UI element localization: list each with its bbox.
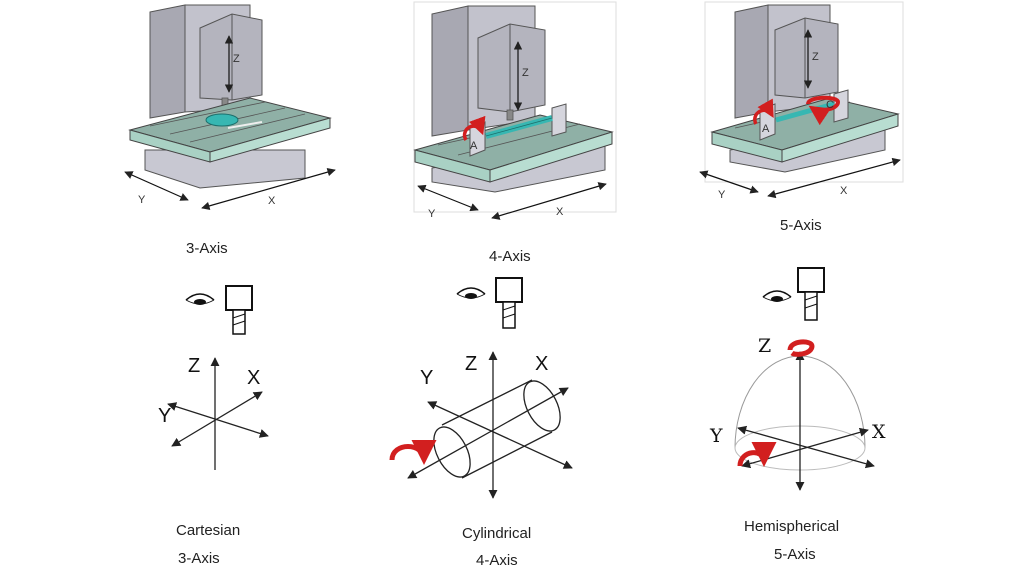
machine-5-axis: A C Z Y X [699, 1, 904, 201]
cylindrical-z-label: Z [465, 353, 477, 375]
cartesian-y-label: Y [158, 405, 171, 427]
machine-2-z-label: Z [522, 67, 529, 79]
eye-tool-icon-2 [456, 277, 523, 329]
machine-1-title: 3-Axis [186, 240, 228, 257]
cartesian-axes-label: 3-Axis [178, 550, 220, 567]
machine-2-x-label: X [556, 206, 564, 218]
machine-4-axis: A Z Y X [413, 1, 617, 220]
cartesian-name: Cartesian [176, 522, 241, 539]
cartesian-z-label: Z [188, 355, 200, 377]
machine-1-y-label: Y [138, 194, 146, 206]
machine-3-axis: Z Y X [124, 4, 336, 210]
hemispherical-axes: Z X Y [709, 335, 886, 491]
machine-3-c-label: C [826, 99, 834, 111]
eye-tool-icon-3 [762, 267, 825, 321]
machine-2-a-label: A [470, 140, 478, 152]
hemispherical-z-label: Z [758, 335, 771, 357]
cylindrical-axes: Z X Y [389, 351, 573, 499]
machine-1-z-label: Z [233, 53, 240, 65]
hemispherical-name: Hemispherical [744, 518, 840, 535]
hemispherical-axes-label: 5-Axis [774, 546, 816, 563]
cartesian-axes: Z X Y [158, 355, 269, 470]
machine-3-title: 5-Axis [780, 217, 822, 234]
machine-2-title: 4-Axis [489, 248, 531, 265]
machine-1-x-label: X [268, 195, 276, 207]
cylindrical-name: Cylindrical [462, 525, 532, 542]
machine-3-x-label: X [840, 185, 848, 197]
cylindrical-x-label: X [535, 353, 548, 375]
machine-2-y-label: Y [428, 208, 436, 220]
cylindrical-axes-label: 4-Axis [476, 552, 518, 569]
hemispherical-y-label: Y [709, 425, 723, 447]
cylindrical-y-label: Y [420, 367, 433, 389]
cartesian-x-label: X [247, 367, 260, 389]
machine-3-a-label: A [762, 123, 770, 135]
hemispherical-x-label: X [872, 421, 886, 443]
machine-3-y-label: Y [718, 189, 726, 201]
machine-3-z-label: Z [812, 51, 819, 63]
eye-tool-icon-1 [185, 285, 253, 335]
